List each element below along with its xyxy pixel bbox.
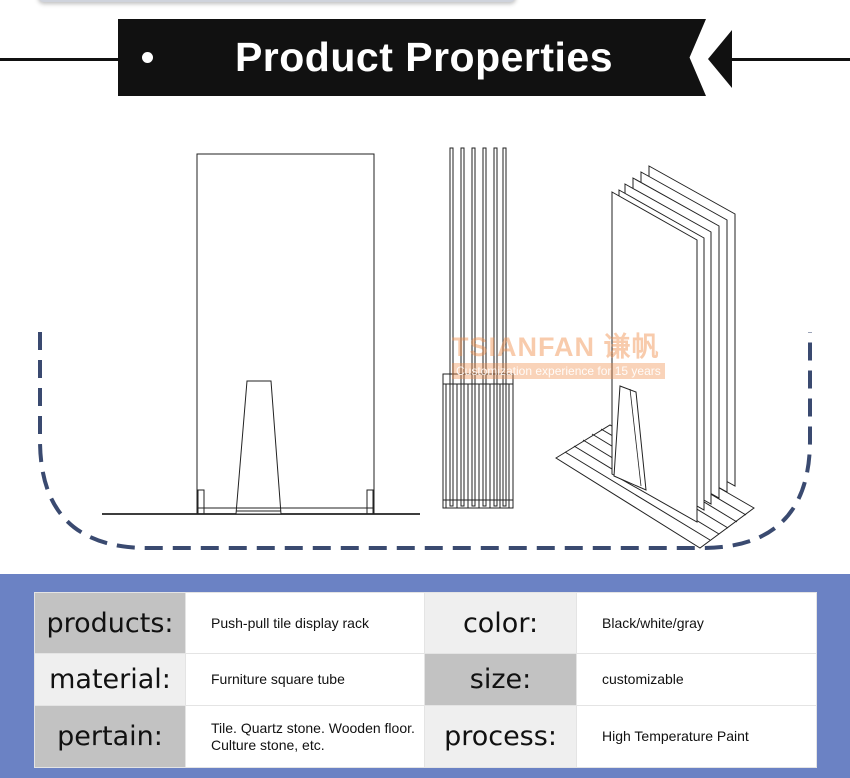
product-drawings	[38, 147, 812, 550]
header-rule-left	[0, 58, 120, 61]
table-row: products: Push-pull tile display rack co…	[34, 592, 817, 654]
label-material: material:	[34, 653, 186, 706]
label-pertain: pertain:	[34, 705, 186, 768]
isometric-view-drawing	[555, 165, 755, 549]
value-material: Furniture square tube	[185, 653, 425, 706]
value-process: High Temperature Paint	[576, 705, 817, 768]
value-color: Black/white/gray	[576, 592, 817, 654]
side-view-drawing	[442, 147, 514, 509]
title-banner	[118, 19, 706, 96]
label-process: process:	[424, 705, 577, 768]
value-products: Push-pull tile display rack	[185, 592, 425, 654]
label-size: size:	[424, 653, 577, 706]
value-size: customizable	[576, 653, 817, 706]
dashed-frame	[38, 332, 812, 550]
front-view-drawing	[102, 153, 420, 515]
value-pertain: Tile. Quartz stone. Wooden floor. Cultur…	[185, 705, 425, 768]
properties-table: products: Push-pull tile display rack co…	[34, 592, 817, 768]
watermark-brand: TSIANFAN 谦帆	[452, 332, 660, 362]
watermark-tagline: Customization experience for 15 years	[452, 363, 665, 379]
table-row: material: Furniture square tube size: cu…	[34, 653, 817, 706]
page-title: Product Properties	[234, 34, 614, 80]
label-color: color:	[424, 592, 577, 654]
top-card-edge	[38, 0, 516, 2]
label-products: products:	[34, 592, 186, 654]
header-rule-right	[728, 58, 850, 61]
brand-watermark: TSIANFAN 谦帆 Customization experience for…	[452, 325, 712, 385]
table-row: pertain: Tile. Quartz stone. Wooden floo…	[34, 705, 817, 768]
bullet-dot-icon	[142, 52, 153, 63]
